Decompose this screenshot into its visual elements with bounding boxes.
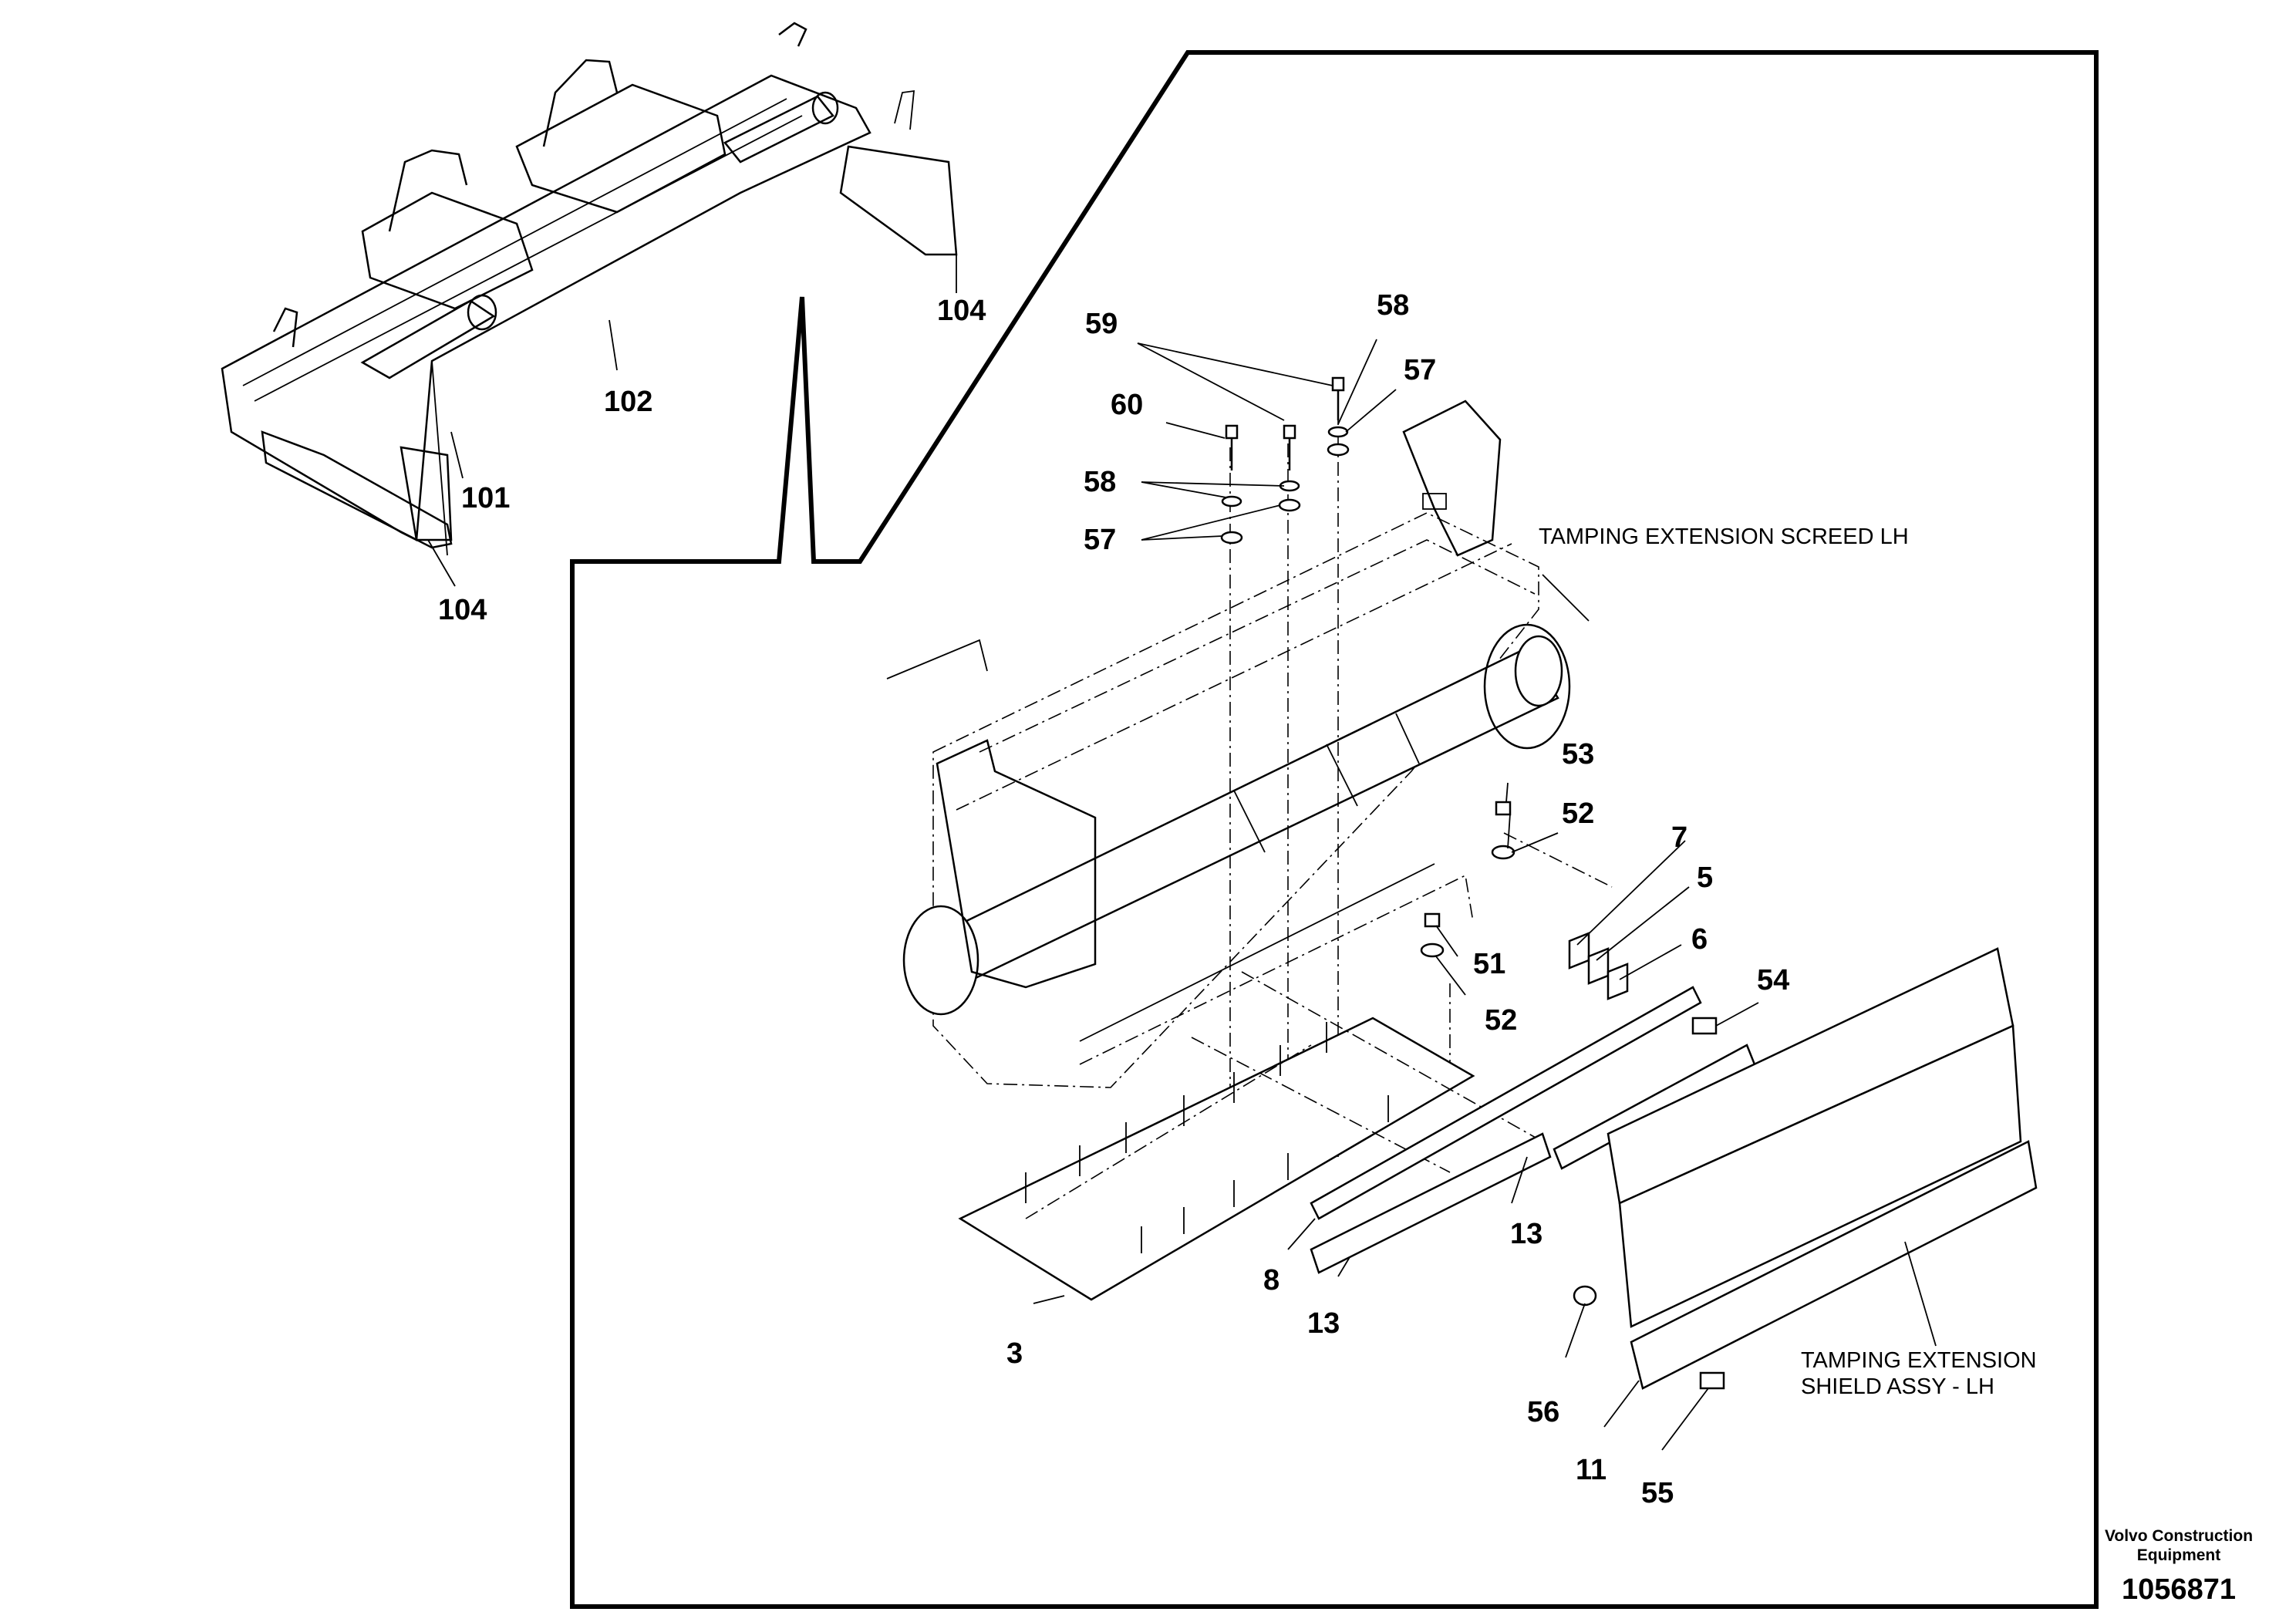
callout-51: 51	[1473, 948, 1505, 980]
callout-11: 11	[1576, 1454, 1607, 1486]
leader-lines	[1033, 339, 1937, 1451]
screed-body	[886, 400, 1571, 1088]
bolt-59-b	[1327, 376, 1350, 457]
bar-8	[1310, 986, 1702, 1220]
callout-102: 102	[604, 386, 652, 418]
callout-6: 6	[1691, 923, 1708, 956]
bar-13-lower	[1310, 1132, 1552, 1274]
bolt-60	[1220, 424, 1243, 545]
document-number: 1056871	[2122, 1573, 2236, 1606]
callout-13-left: 13	[1307, 1307, 1340, 1340]
bolt-59-a	[1278, 424, 1301, 512]
overview-assembly	[221, 22, 958, 587]
callout-56: 56	[1527, 1396, 1559, 1428]
bolt-51	[1420, 912, 1445, 958]
callout-54: 54	[1757, 964, 1789, 996]
callout-58-top: 58	[1377, 289, 1409, 322]
shims	[1568, 932, 1629, 1000]
callout-101: 101	[461, 482, 510, 514]
brand-line2: Equipment	[2137, 1546, 2221, 1564]
callout-57-left: 57	[1084, 524, 1116, 556]
callout-7: 7	[1671, 821, 1687, 854]
callout-104-bottom: 104	[438, 594, 487, 626]
fastener-axis-lines	[1229, 386, 1613, 1157]
callout-53: 53	[1562, 738, 1594, 771]
bolt-53	[1491, 801, 1515, 860]
callout-55: 55	[1641, 1477, 1674, 1509]
shield-assembly	[1573, 947, 2038, 1390]
brand-line1: Volvo Construction	[2105, 1527, 2253, 1545]
callout-52-top: 52	[1562, 798, 1594, 830]
callout-13-right: 13	[1510, 1218, 1542, 1250]
callout-58-left: 58	[1084, 466, 1116, 498]
callout-59: 59	[1085, 308, 1118, 340]
callout-60: 60	[1111, 389, 1143, 421]
callout-labels: 104 102 101 104 59 58 57 60 58 57 53 52 …	[438, 289, 1789, 1509]
callout-3: 3	[1006, 1337, 1023, 1370]
callout-57-top: 57	[1404, 354, 1436, 386]
detail-frame	[570, 50, 2099, 1609]
callout-8: 8	[1263, 1264, 1279, 1297]
note-shield-line2: SHIELD ASSY - LH	[1801, 1374, 1994, 1399]
callout-52-bottom: 52	[1485, 1004, 1517, 1037]
callout-5: 5	[1697, 862, 1713, 894]
note-screed: TAMPING EXTENSION SCREED LH	[1539, 524, 1909, 549]
note-shield-line1: TAMPING EXTENSION	[1801, 1348, 2037, 1373]
callout-104-top: 104	[937, 295, 986, 327]
